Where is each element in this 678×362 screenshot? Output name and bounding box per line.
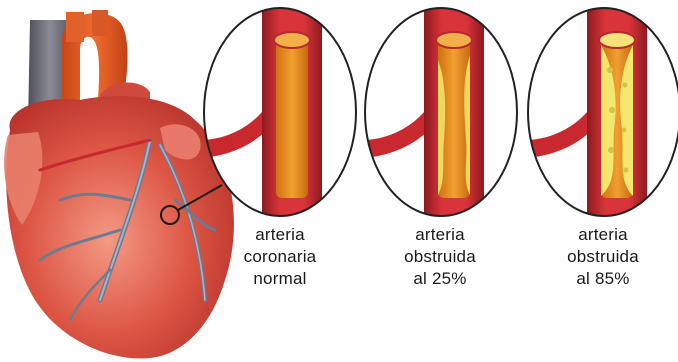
caption-artery-85: arteria obstruida al 85% xyxy=(528,224,678,290)
panel-artery-25 xyxy=(362,0,522,230)
artery-opening xyxy=(436,32,472,48)
artery-lumen xyxy=(276,38,308,198)
panel-artery-85 xyxy=(525,0,678,230)
caption-normal-artery: arteria coronaria normal xyxy=(205,224,355,290)
caption-line: arteria xyxy=(528,224,678,246)
caption-artery-25: arteria obstruida al 25% xyxy=(365,224,515,290)
aorta-branch xyxy=(92,10,108,36)
artery-opening xyxy=(274,32,310,48)
heart-illustration xyxy=(4,10,234,358)
caption-line: arteria xyxy=(365,224,515,246)
aorta-branch xyxy=(66,12,84,42)
caption-line: obstruida xyxy=(528,246,678,268)
caption-line: normal xyxy=(205,268,355,290)
caption-line: coronaria xyxy=(205,246,355,268)
caption-line: al 85% xyxy=(528,268,678,290)
heart-body xyxy=(6,96,234,358)
caption-line: arteria xyxy=(205,224,355,246)
artery-opening xyxy=(599,32,635,48)
caption-line: obstruida xyxy=(365,246,515,268)
caption-line: al 25% xyxy=(365,268,515,290)
